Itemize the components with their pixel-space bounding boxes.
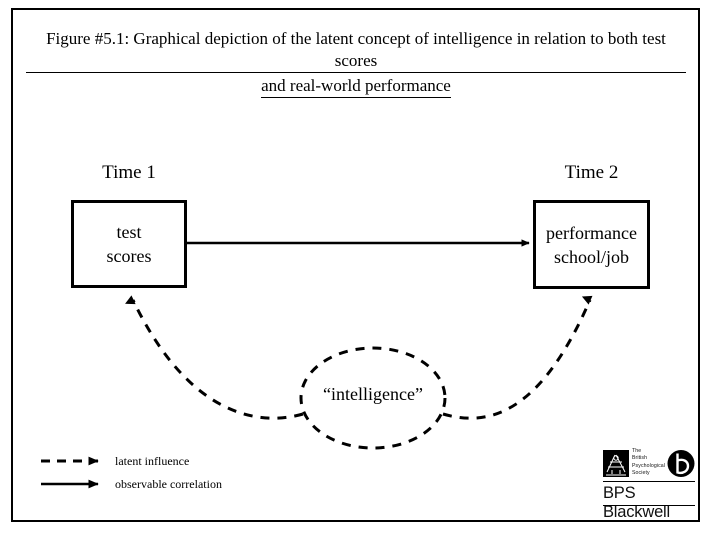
bps-crest-icon bbox=[603, 450, 629, 477]
time-1-label: Time 1 bbox=[102, 162, 156, 183]
logo-divider-top bbox=[603, 481, 695, 482]
node-box-test-scores-line-1: test bbox=[116, 222, 142, 242]
node-box-test-scores: test scores bbox=[71, 200, 187, 288]
logo-society-line-2: British bbox=[632, 455, 648, 462]
logo-society-line-4: Society bbox=[632, 470, 650, 477]
bps-blackwell-logo: The British Psychological Society BPS Bl… bbox=[603, 448, 695, 521]
figure-title-line-2-wrapper: and real-world performance bbox=[26, 75, 686, 98]
legend-label-latent-influence: latent influence bbox=[115, 454, 190, 468]
time-2-label: Time 2 bbox=[564, 162, 619, 183]
logo-top-row: The British Psychological Society bbox=[603, 448, 695, 482]
logo-society-line-3: Psychological bbox=[632, 462, 666, 469]
blackwell-b-icon bbox=[667, 449, 695, 478]
node-box-test-scores-line-2: scores bbox=[106, 246, 152, 266]
logo-wordmark: BPS Blackwell bbox=[603, 484, 670, 521]
legend-label-observable-correlation: observable correlation bbox=[115, 477, 222, 491]
node-box-performance-line-2: school/job bbox=[554, 246, 629, 267]
logo-society-text: The British Psychological Society bbox=[632, 448, 665, 478]
figure-title-line-1: Figure #5.1: Graphical depiction of the … bbox=[26, 28, 686, 73]
logo-society-line-1: The bbox=[632, 448, 642, 454]
figure-title-line-2: and real-world performance bbox=[261, 75, 451, 98]
latent-construct-label: “intelligence” bbox=[323, 384, 423, 404]
node-box-performance: performance school/job bbox=[533, 200, 650, 289]
node-box-performance-line-1: performance bbox=[546, 222, 637, 243]
figure-title: Figure #5.1: Graphical depiction of the … bbox=[26, 28, 686, 98]
logo-divider-bottom bbox=[603, 505, 695, 506]
